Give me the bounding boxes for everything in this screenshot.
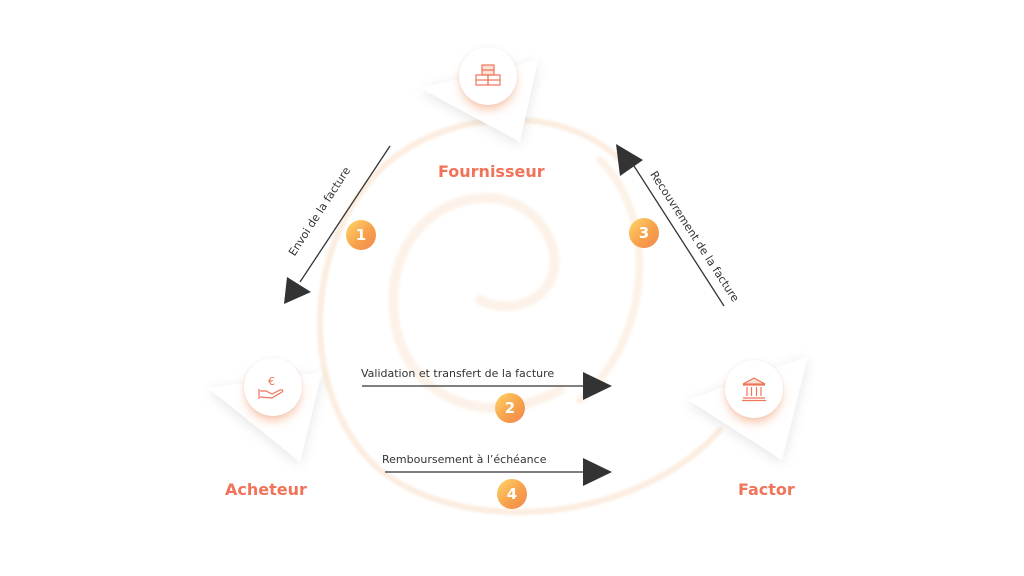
arrow-4 [385, 458, 612, 486]
step-2-badge: 2 [495, 393, 525, 423]
arrow-3 [616, 144, 725, 307]
arrow-3-head [616, 144, 643, 176]
factor-label: Factor [738, 480, 795, 499]
euro-hand-icon: € [258, 375, 284, 399]
acheteur-node: € [244, 358, 302, 416]
bank-icon [742, 377, 766, 402]
spiral-inner [388, 192, 565, 413]
fournisseur-label: Fournisseur [438, 162, 545, 181]
arrow-4-head [583, 458, 612, 486]
svg-text:€: € [268, 375, 275, 388]
step-1-badge: 1 [346, 220, 376, 250]
spiral-mid [576, 156, 644, 404]
arrow-2-head [583, 372, 612, 400]
arrow-1 [284, 145, 391, 304]
arrow-4-label: Remboursement à l’échéance [382, 453, 547, 466]
fournisseur-node [459, 47, 517, 105]
step-4-badge: 4 [497, 479, 527, 509]
step-3-badge: 3 [629, 218, 659, 248]
arrow-2 [362, 372, 612, 400]
factor-node [725, 360, 783, 418]
acheteur-label: Acheteur [225, 480, 307, 499]
arrow-1-head [284, 277, 311, 304]
boxes-icon [475, 64, 501, 86]
arrow-2-label: Validation et transfert de la facture [361, 367, 555, 380]
